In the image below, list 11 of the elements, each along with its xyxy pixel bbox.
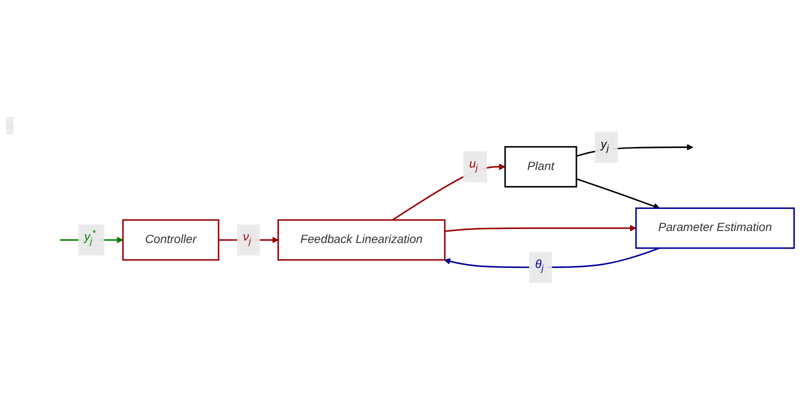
node-box: Parameter Estimation — [635, 208, 795, 249]
node-box: Controller — [122, 219, 220, 261]
edge-label: θ$_{j}$ — [535, 258, 544, 274]
arrow — [444, 225, 636, 232]
arrow — [576, 178, 660, 210]
edge-label: u$_{j}$ — [469, 158, 478, 173]
node-box: Feedback Linearization — [277, 219, 446, 261]
edge-label: y$_{j}$ — [600, 138, 609, 154]
edge-label: ν$_{j}$ — [242, 231, 251, 246]
node-box: Plant — [504, 146, 578, 188]
arrow — [444, 248, 660, 268]
